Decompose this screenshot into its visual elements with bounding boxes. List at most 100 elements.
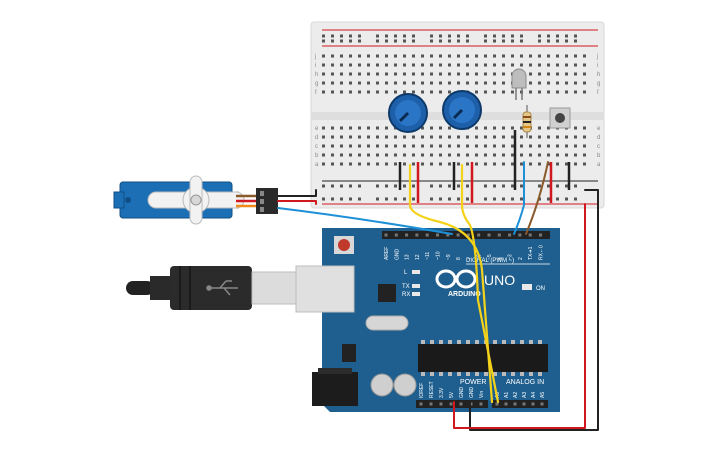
breadboard-hole[interactable] [430,135,433,139]
breadboard-hole[interactable] [331,90,334,94]
breadboard-hole[interactable] [421,54,424,58]
breadboard-hole[interactable] [529,135,532,139]
breadboard-hole[interactable] [484,197,487,201]
breadboard-hole[interactable] [385,39,388,43]
breadboard-hole[interactable] [556,72,559,76]
header-pin[interactable] [513,402,517,406]
breadboard-hole[interactable] [439,39,442,43]
breadboard-hole[interactable] [538,81,541,85]
breadboard-hole[interactable] [520,39,523,43]
breadboard-hole[interactable] [448,126,451,130]
servo-connector[interactable] [256,188,278,214]
breadboard-hole[interactable] [556,54,559,58]
breadboard-hole[interactable] [358,144,361,148]
breadboard-hole[interactable] [403,54,406,58]
wires[interactable] [277,161,599,431]
breadboard-hole[interactable] [358,34,361,38]
breadboard-hole[interactable] [430,144,433,148]
breadboard-hole[interactable] [349,90,352,94]
breadboard-hole[interactable] [448,54,451,58]
breadboard-hole[interactable] [340,63,343,67]
breadboard-hole[interactable] [403,63,406,67]
breadboard-hole[interactable] [556,162,559,166]
breadboard-hole[interactable] [331,54,334,58]
breadboard-hole[interactable] [367,126,370,130]
breadboard-hole[interactable] [358,63,361,67]
breadboard-hole[interactable] [511,63,514,67]
breadboard-hole[interactable] [421,126,424,130]
breadboard-hole[interactable] [439,81,442,85]
breadboard-hole[interactable] [538,90,541,94]
breadboard-hole[interactable] [358,72,361,76]
breadboard-hole[interactable] [484,34,487,38]
breadboard-hole[interactable] [331,72,334,76]
breadboard-hole[interactable] [385,90,388,94]
breadboard-hole[interactable] [547,90,550,94]
breadboard-hole[interactable] [574,90,577,94]
breadboard-hole[interactable] [583,135,586,139]
header-pin[interactable] [540,402,544,406]
breadboard-hole[interactable] [412,162,415,166]
breadboard-hole[interactable] [358,197,361,201]
breadboard-hole[interactable] [574,144,577,148]
breadboard-hole[interactable] [403,81,406,85]
breadboard-hole[interactable] [538,72,541,76]
header-pin[interactable] [449,402,453,406]
breadboard-hole[interactable] [367,54,370,58]
breadboard-hole[interactable] [322,197,325,201]
breadboard-hole[interactable] [493,63,496,67]
breadboard-hole[interactable] [412,54,415,58]
breadboard-hole[interactable] [466,184,469,188]
breadboard-hole[interactable] [565,153,568,157]
breadboard-hole[interactable] [547,144,550,148]
breadboard-hole[interactable] [475,81,478,85]
breadboard-hole[interactable] [466,135,469,139]
breadboard-hole[interactable] [376,90,379,94]
breadboard-hole[interactable] [502,54,505,58]
breadboard-hole[interactable] [556,153,559,157]
breadboard-hole[interactable] [331,39,334,43]
breadboard-hole[interactable] [502,126,505,130]
breadboard-hole[interactable] [457,39,460,43]
breadboard-hole[interactable] [340,184,343,188]
header-pin[interactable] [539,233,542,237]
breadboard-hole[interactable] [439,54,442,58]
header-pin[interactable] [429,402,433,406]
breadboard-hole[interactable] [574,54,577,58]
breadboard-hole[interactable] [340,135,343,139]
header-pin[interactable] [425,233,429,237]
arduino-uno-board[interactable]: ARDUINO UNO DIGITAL (PWM ~) POWER ANALOG… [295,228,560,412]
pushbutton[interactable] [549,107,571,129]
breadboard-hole[interactable] [475,126,478,130]
breadboard-hole[interactable] [457,184,460,188]
header-pin[interactable] [479,402,483,406]
breadboard-hole[interactable] [538,54,541,58]
header-pin[interactable] [419,402,423,406]
breadboard-hole[interactable] [574,63,577,67]
breadboard-hole[interactable] [421,72,424,76]
breadboard-hole[interactable] [475,63,478,67]
breadboard-hole[interactable] [367,144,370,148]
breadboard-hole[interactable] [331,135,334,139]
breadboard-hole[interactable] [421,144,424,148]
breadboard-hole[interactable] [340,162,343,166]
breadboard-hole[interactable] [556,90,559,94]
resistor[interactable] [522,105,532,138]
breadboard-hole[interactable] [556,184,559,188]
breadboard-hole[interactable] [448,72,451,76]
breadboard-hole[interactable] [358,153,361,157]
breadboard-hole[interactable] [376,54,379,58]
breadboard-hole[interactable] [484,72,487,76]
breadboard-hole[interactable] [493,126,496,130]
power-jack[interactable] [312,372,358,406]
breadboard-hole[interactable] [583,162,586,166]
breadboard-hole[interactable] [538,39,541,43]
breadboard-hole[interactable] [484,54,487,58]
breadboard-hole[interactable] [322,39,325,43]
breadboard-hole[interactable] [376,72,379,76]
breadboard-hole[interactable] [493,72,496,76]
breadboard-hole[interactable] [475,72,478,76]
breadboard-hole[interactable] [331,34,334,38]
breadboard-hole[interactable] [430,39,433,43]
breadboard-hole[interactable] [484,81,487,85]
